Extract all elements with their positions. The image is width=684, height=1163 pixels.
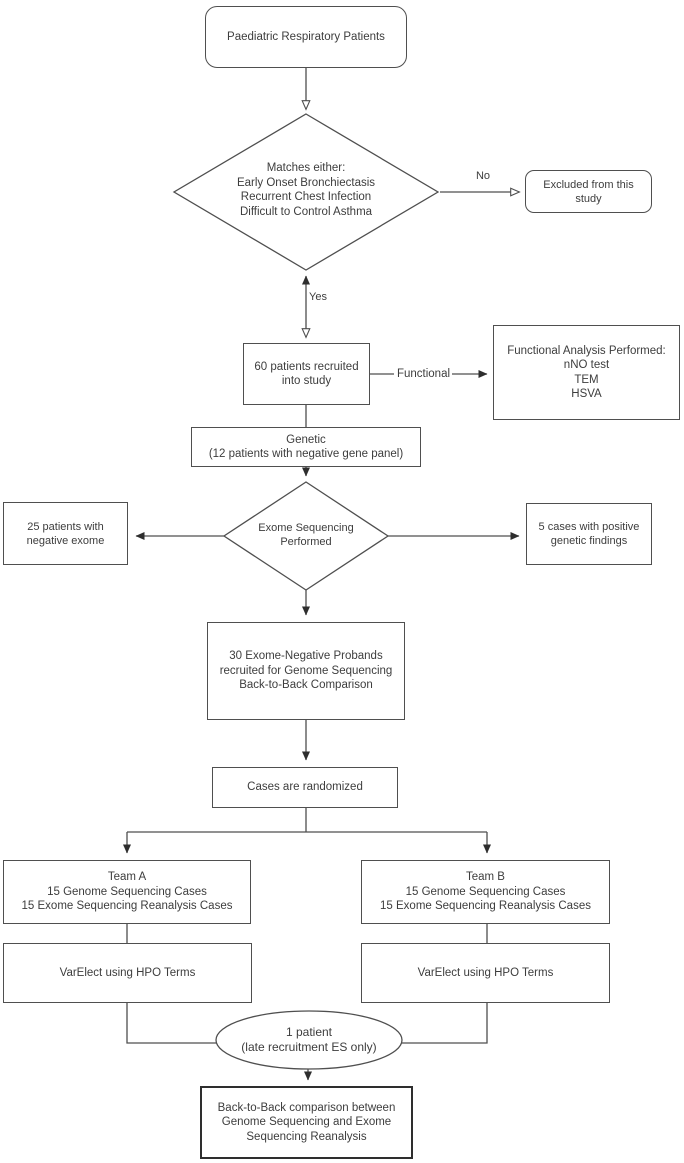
edge-varelect-b-to-ellipse (401, 1003, 488, 1044)
probands-node: 30 Exome-Negative Probands recruited for… (207, 622, 405, 720)
functional-analysis-node: Functional Analysis Performed: nNO test … (493, 325, 680, 420)
varelect-a-node: VarElect using HPO Terms (3, 943, 252, 1003)
exome-diamond-text: Exome Sequencing Performed (258, 522, 354, 548)
team-a-node: Team A 15 Genome Sequencing Cases 15 Exo… (3, 860, 251, 924)
recruited-node: 60 patients recruited into study (243, 343, 370, 405)
no-edge-label: No (475, 170, 491, 182)
randomized-node: Cases are randomized (212, 767, 398, 808)
team-b-node: Team B 15 Genome Sequencing Cases 15 Exo… (361, 860, 610, 924)
late-patient-ellipse-shape (215, 1010, 403, 1070)
yes-edge-label: Yes (309, 291, 327, 303)
functional-edge-label: Functional (396, 368, 451, 380)
start-node: Paediatric Respiratory Patients (205, 6, 407, 68)
negative-exome-node: 25 patients with negative exome (3, 502, 128, 565)
genetic-node: Genetic (12 patients with negative gene … (191, 427, 421, 467)
edge-varelect-a-to-ellipse (126, 1003, 217, 1044)
varelect-b-node: VarElect using HPO Terms (361, 943, 610, 1003)
late-patient-text: 1 patient (late recruitment ES only) (241, 1025, 377, 1054)
positive-findings-node: 5 cases with positive genetic findings (526, 503, 652, 565)
criteria-diamond-shape (172, 113, 440, 271)
criteria-diamond-text: Matches either: Early Onset Bronchiectas… (236, 162, 376, 218)
excluded-node: Excluded from this study (525, 170, 652, 213)
comparison-node: Back-to-Back comparison between Genome S… (200, 1086, 413, 1159)
